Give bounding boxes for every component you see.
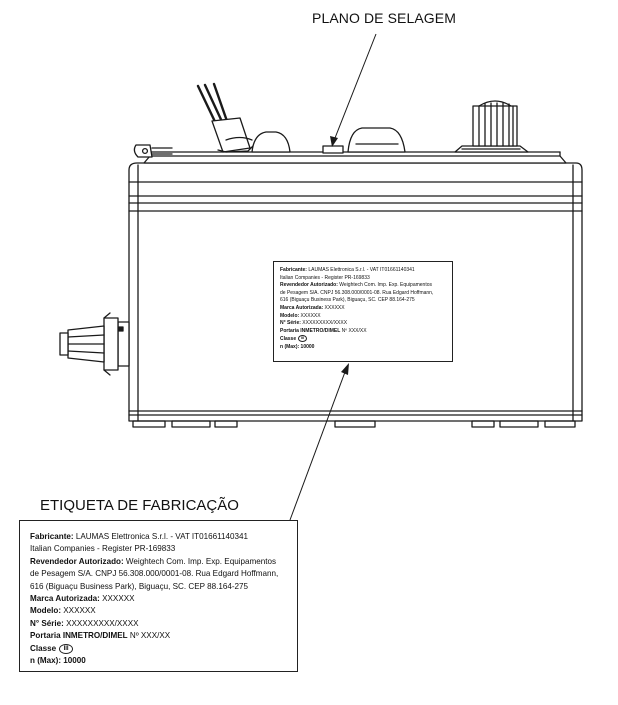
manufacturing-label-leader — [289, 363, 349, 521]
ordinance-value: Nº XXX/XX — [127, 631, 171, 641]
class-symbol: III — [59, 643, 74, 654]
model-value: XXXXXX — [299, 312, 321, 319]
serial-label: N° Série: — [280, 320, 301, 327]
manufacturer-value: LAUMAS Elettronica S.r.l. - VAT IT016611… — [306, 267, 415, 273]
manufacturer-line2: Italian Companies - Register PR-169833 — [30, 544, 176, 554]
serial-label: N° Série: — [30, 618, 64, 628]
manufacturer-line2: Italian Companies - Register PR-169833 — [280, 274, 370, 281]
class-label: Classe — [280, 336, 297, 343]
reseller-value: Weightech Com. Imp. Exp. Equipamentos — [123, 556, 277, 566]
brand-value: XXXXXX — [323, 304, 345, 311]
reseller-label: Revendedor Autorizado: — [30, 556, 124, 566]
manufacturing-label-title: ETIQUETA DE FABRICAÇÃO — [40, 497, 239, 514]
brand-value: XXXXXX — [99, 594, 135, 604]
class-symbol: III — [298, 335, 308, 343]
nmax-value: n (Max): 10000 — [280, 343, 315, 350]
model-value: XXXXXX — [61, 606, 96, 616]
manufacturing-label-detail: Fabricante: LAUMAS Elettronica S.r.l. - … — [19, 520, 298, 672]
reseller-line2: de Pesagem S/A. CNPJ 56.308.000/0001-08.… — [280, 289, 434, 296]
sealing-plane-title: PLANO DE SELAGEM — [312, 10, 456, 26]
brand-label: Marca Autorizada: — [280, 304, 324, 311]
nmax-value: n (Max): 10000 — [30, 656, 86, 666]
housing-feet — [132, 420, 576, 428]
reseller-label: Revendedor Autorizado: — [280, 282, 338, 289]
manufacturer-label: Fabricante: — [280, 267, 307, 273]
ordinance-value: Nº XXX/XX — [340, 327, 367, 334]
cable-clip — [196, 82, 254, 153]
brand-label: Marca Autorizada: — [30, 594, 100, 604]
reseller-line3: 616 (Biguaçu Business Park), Biguaçu, SC… — [280, 297, 415, 304]
class-label: Classe — [30, 643, 57, 653]
reseller-line3: 616 (Biguaçu Business Park), Biguaçu, SC… — [30, 581, 249, 591]
manufacturer-value: LAUMAS Elettronica S.r.l. - VAT IT016611… — [73, 532, 249, 541]
model-label: Modelo: — [30, 606, 62, 616]
housing-label: Fabricante: LAUMAS Elettronica S.r.l. - … — [273, 261, 453, 362]
cable-gland — [59, 312, 130, 376]
hinge-pin — [133, 144, 173, 158]
model-label: Modelo: — [280, 312, 300, 319]
sealing-tab — [322, 145, 344, 154]
ordinance-label: Portaria INMETRO/DIMEL — [280, 327, 341, 334]
adjust-knob — [454, 100, 529, 153]
serial-value: XXXXXXXXX/XXXX — [300, 320, 348, 327]
lid-caps — [251, 127, 406, 153]
serial-value: XXXXXXXXX/XXXX — [63, 618, 139, 628]
lid-top — [143, 151, 567, 164]
ordinance-label: Portaria INMETRO/DIMEL — [30, 631, 128, 641]
manufacturer-label: Fabricante: — [30, 532, 74, 541]
sealing-plane-leader — [330, 33, 377, 147]
reseller-line2: de Pesagem S/A. CNPJ 56.308.000/0001-08.… — [30, 569, 279, 579]
reseller-value: Weightech Com. Imp. Exp. Equipamentos — [337, 282, 432, 289]
